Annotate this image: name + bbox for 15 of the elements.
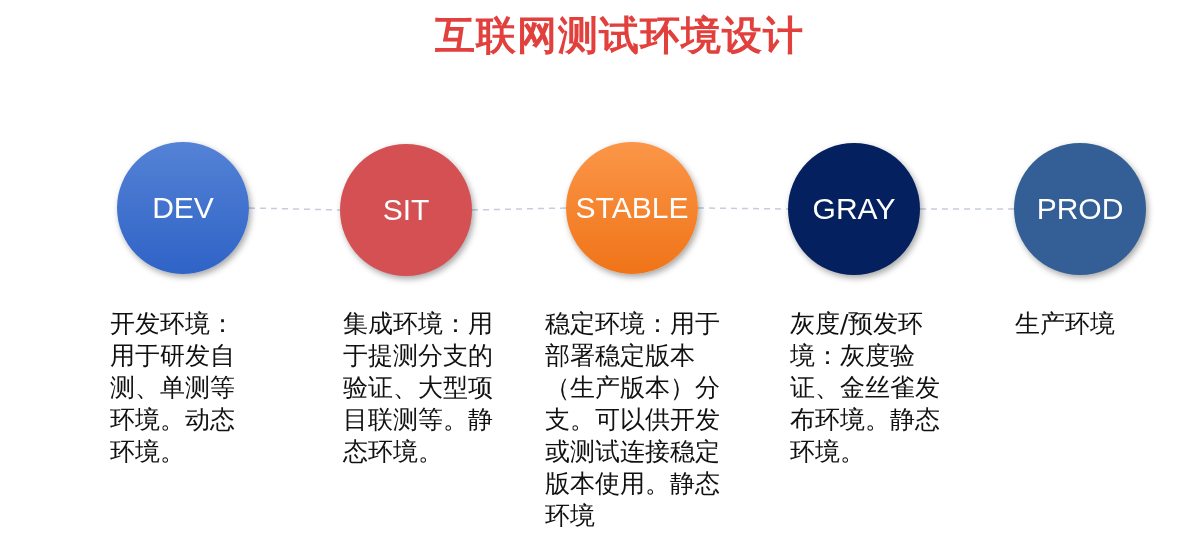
environment-description: 集成环境：用于提测分支的验证、大型项目联测等。静态环境。	[343, 308, 494, 468]
dashed-connector	[919, 208, 1015, 210]
circle-label: GRAY	[812, 192, 896, 226]
circle-label: PROD	[1036, 192, 1124, 226]
circle-label: SIT	[382, 193, 430, 227]
circle-label: DEV	[152, 191, 214, 225]
dashed-connector	[697, 207, 789, 210]
environment-description: 生产环境	[1015, 308, 1116, 340]
environment-description: 开发环境：用于研发自测、单测等环境。动态环境。	[110, 308, 236, 468]
title: 互联网测试环境设计	[434, 11, 805, 60]
dashed-connector	[471, 207, 567, 211]
environment-description: 灰度/预发环境：灰度验证、金丝雀发布环境。静态环境。	[790, 308, 941, 468]
dashed-connector	[248, 207, 341, 211]
circle-label: STABLE	[575, 191, 689, 225]
environment-description: 稳定环境：用于部署稳定版本（生产版本）分支。可以供开发或测试连接稳定版本使用。静态环境	[545, 308, 721, 532]
